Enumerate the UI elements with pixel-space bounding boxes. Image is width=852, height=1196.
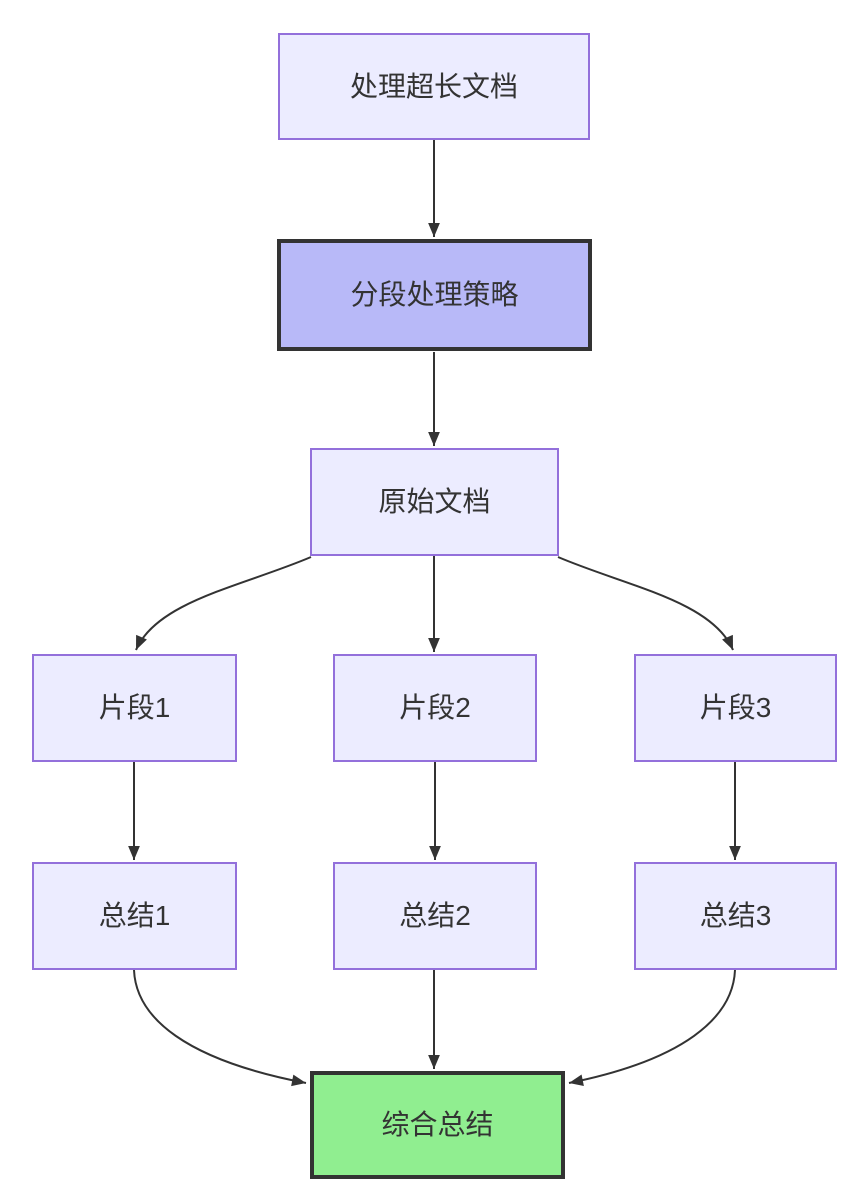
edge-c-f: [557, 556, 734, 651]
node-label: 原始文档: [378, 486, 491, 518]
node-summary-1: 总结1: [32, 862, 237, 970]
node-label: 片段3: [699, 692, 772, 724]
node-label: 片段2: [399, 692, 471, 724]
node-fragment-1: 片段1: [32, 654, 237, 762]
node-segment-strategy: 分段处理策略: [277, 239, 592, 351]
node-label: 总结3: [699, 900, 772, 932]
node-label: 片段1: [98, 692, 171, 724]
node-summary-3: 总结3: [634, 862, 837, 970]
node-summary-2: 总结2: [333, 862, 537, 970]
node-fragment-2: 片段2: [333, 654, 537, 762]
node-final-summary: 综合总结: [310, 1071, 565, 1179]
node-label: 处理超长文档: [349, 70, 518, 102]
node-fragment-3: 片段3: [634, 654, 837, 762]
node-label: 总结1: [98, 900, 171, 932]
edge-g-j: [133, 969, 307, 1087]
node-label: 分段处理策略: [350, 279, 519, 311]
edge-i-j: [568, 969, 736, 1086]
node-label: 总结2: [399, 900, 471, 932]
node-original-document: 原始文档: [310, 448, 559, 556]
node-label: 综合总结: [381, 1109, 494, 1141]
node-process-long-document: 处理超长文档: [278, 33, 590, 140]
edge-c-d: [135, 556, 312, 651]
